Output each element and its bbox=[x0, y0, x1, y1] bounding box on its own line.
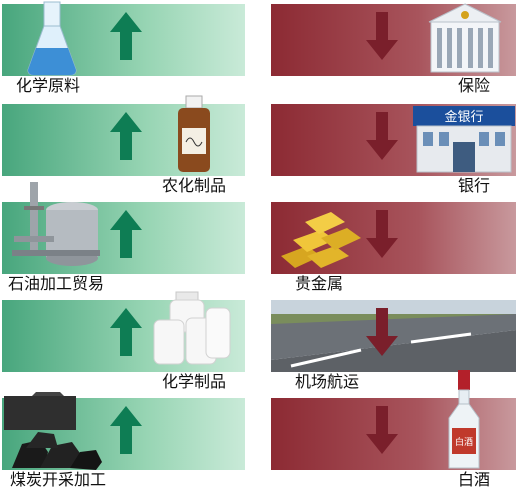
down-arrow-icon bbox=[366, 210, 398, 258]
coal-icon bbox=[4, 392, 102, 470]
sector-row: 化学制品 机场航运 bbox=[0, 291, 518, 394]
up-arrow-icon bbox=[110, 210, 142, 258]
sector-label: 煤炭开采加工 bbox=[6, 470, 111, 492]
liquor-bottle-icon: 白酒 bbox=[448, 370, 480, 469]
reagent-jars-icon bbox=[153, 291, 231, 365]
up-arrow-icon bbox=[110, 308, 142, 356]
bank-sign-text: 金银行 bbox=[444, 109, 483, 125]
sector-card-up: 化学制品 bbox=[2, 291, 245, 394]
sector-label: 机场航运 bbox=[291, 372, 364, 394]
bank-building-icon bbox=[428, 3, 502, 73]
down-arrow-icon bbox=[366, 112, 398, 160]
sector-card-down: 贵金属 bbox=[271, 198, 516, 296]
sector-row: 化学原料 保险 bbox=[0, 0, 518, 98]
gold-bars-icon bbox=[281, 212, 361, 268]
sector-card-up: 煤炭开采加工 bbox=[2, 392, 245, 492]
sector-card-up: 化学原料 bbox=[2, 0, 245, 98]
sector-row: 石油加工贸易 贵金属 bbox=[0, 182, 518, 296]
up-arrow-icon bbox=[110, 112, 142, 160]
sector-label: 化学原料 bbox=[12, 76, 85, 98]
sector-label: 保险 bbox=[453, 76, 494, 98]
up-arrow-icon bbox=[110, 12, 142, 60]
bank-icon: 金银行 bbox=[413, 106, 515, 173]
down-arrow-icon bbox=[366, 12, 398, 60]
chemical-bottle-icon bbox=[178, 95, 210, 172]
sector-label: 石油加工贸易 bbox=[4, 274, 109, 296]
sector-label: 贵金属 bbox=[291, 274, 348, 296]
sector-label: 白酒 bbox=[453, 470, 494, 492]
sector-card-down: 白酒 白酒 bbox=[271, 370, 516, 492]
sector-row: 煤炭开采加工 白酒 白酒 bbox=[0, 370, 518, 492]
down-arrow-icon bbox=[366, 406, 398, 454]
sector-card-up: 农化制品 bbox=[2, 95, 245, 198]
up-arrow-icon bbox=[110, 406, 142, 454]
flask-icon bbox=[27, 1, 77, 76]
down-arrow-icon bbox=[366, 308, 398, 356]
sector-row: 农化制品 金银行 银行 bbox=[0, 95, 518, 198]
sector-label: 银行 bbox=[453, 176, 494, 198]
sector-label: 化学制品 bbox=[158, 372, 231, 394]
sector-card-down: 保险 bbox=[271, 0, 516, 98]
sector-card-down: 金银行 银行 bbox=[271, 100, 516, 198]
sector-card-up: 石油加工贸易 bbox=[2, 182, 245, 296]
bottle-label-text: 白酒 bbox=[455, 436, 473, 448]
sector-label: 农化制品 bbox=[158, 176, 231, 198]
sector-card-down: 机场航运 bbox=[271, 296, 516, 394]
refinery-tank-icon bbox=[12, 182, 100, 266]
